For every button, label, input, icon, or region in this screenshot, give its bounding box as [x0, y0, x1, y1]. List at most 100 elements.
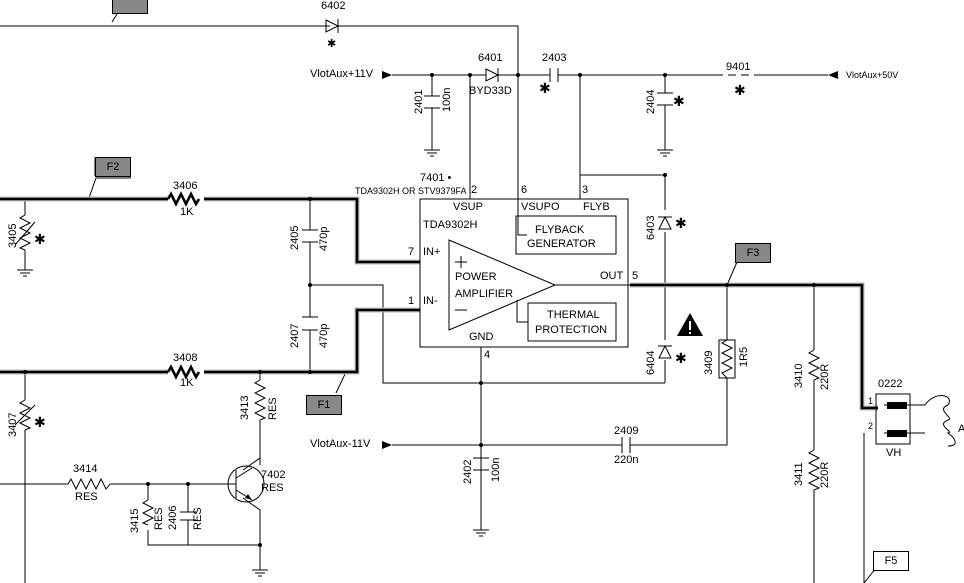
wires: [0, 0, 925, 583]
ground-symbols: [17, 149, 673, 577]
value-2409: 220n: [614, 454, 639, 466]
deflection-coil: [924, 395, 956, 447]
flag-f1: F1: [306, 395, 342, 415]
resistor-3405: [18, 214, 32, 251]
flag-f3: F3: [735, 243, 771, 263]
value-2401: 100n: [441, 87, 453, 112]
ref-2404: 2404: [645, 89, 657, 114]
rail-vlotaux-p11v: VlotAux+11V: [310, 68, 374, 80]
ic-part: TDA9302H: [423, 219, 478, 231]
value-2402: 100n: [490, 457, 502, 482]
value-3408: 1K: [180, 377, 194, 389]
ref-3406: 3406: [173, 180, 198, 192]
capacitor-2407: [302, 316, 318, 331]
pin-3: 3: [582, 184, 589, 196]
junction-dots: [23, 73, 816, 547]
svg-text:✱: ✱: [675, 215, 687, 231]
amp-line2: AMPLIFIER: [455, 288, 514, 300]
warning-icon: [677, 313, 703, 336]
svg-text:✱: ✱: [734, 82, 746, 98]
value-3415: RES: [153, 507, 165, 530]
rail-vlotaux-p50v: VlotAux+50V: [846, 70, 899, 80]
flyback-line2: GENERATOR: [527, 238, 596, 250]
ic-alt-part: TDA9302H OR STV9379FA: [355, 186, 467, 196]
transistor-7402: [227, 465, 265, 503]
value-2406: RES: [192, 507, 204, 530]
capacitor-2402: [473, 457, 489, 471]
svg-text:✱: ✱: [327, 38, 336, 50]
rail-arrows: [382, 71, 838, 449]
pin-gnd: GND: [469, 331, 494, 343]
capacitor-2404: [657, 92, 673, 106]
pin-6: 6: [521, 184, 528, 196]
diodes: [325, 19, 672, 359]
value-3414: RES: [75, 491, 98, 503]
ref-2405: 2405: [289, 225, 301, 250]
ref-3410: 3410: [793, 363, 805, 388]
resistor-3410: [807, 349, 821, 381]
ref-3409: 3409: [703, 350, 715, 375]
ref-2401: 2401: [413, 89, 425, 114]
value-3410: 220R: [819, 363, 831, 390]
value-2405: 470p: [318, 226, 330, 251]
capacitor-2405: [302, 229, 318, 243]
value-3411: 220R: [819, 461, 831, 488]
resistor-3413: [253, 379, 267, 421]
ref-3408: 3408: [173, 352, 198, 364]
capacitor-2406: [180, 511, 196, 521]
flag-f5: F5: [873, 551, 909, 571]
ref-3415: 3415: [129, 508, 141, 533]
resistors: [14, 191, 821, 526]
thermal-protection-block: [527, 302, 617, 342]
capacitors: [180, 68, 673, 521]
flyback-generator-block: [515, 215, 617, 255]
capacitor-2409: [621, 437, 631, 453]
pin-out: OUT: [600, 270, 624, 282]
ref-6404: 6404: [645, 350, 657, 375]
diode-6404: [658, 344, 672, 359]
power-amplifier-triangle: [448, 239, 557, 331]
ref-2402: 2402: [462, 459, 474, 484]
pin-flyb: FLYB: [583, 201, 610, 213]
ref-7402: 7402: [261, 469, 286, 481]
diode-6401: [485, 68, 500, 82]
pin-in-minus: IN-: [423, 295, 438, 307]
ref-3407: 3407: [7, 412, 19, 437]
con-pin-2: 2: [868, 421, 874, 431]
ref-2406: 2406: [167, 505, 179, 530]
pin-4: 4: [484, 349, 491, 361]
amp-line1: POWER: [455, 271, 497, 283]
part-byd33d: BYD33D: [469, 85, 512, 97]
thermal-line2: PROTECTION: [535, 324, 608, 336]
svg-text:✱: ✱: [539, 80, 551, 96]
ic-ref-7401: 7401 •: [420, 172, 452, 184]
flag-f2: F2: [95, 157, 131, 177]
thermal-line1: THERMAL: [547, 309, 600, 321]
ref-9401: 9401: [726, 61, 751, 73]
svg-text:✱: ✱: [673, 93, 685, 109]
pin-in-plus: IN+: [423, 246, 441, 258]
rail-vlotaux-m11v: VlotAux-11V: [310, 438, 371, 450]
con-pin-1: 1: [868, 396, 874, 406]
flyback-line1: FLYBACK: [535, 224, 585, 236]
pin-7: 7: [408, 246, 415, 258]
signal-paths: [0, 196, 878, 411]
value-3413: RES: [267, 397, 279, 420]
svg-text:✱: ✱: [675, 350, 687, 366]
ic-tda9302h: [419, 198, 629, 348]
coil-label-fragment: A: [958, 423, 964, 435]
capacitor-2401: [424, 95, 440, 109]
ref-3414: 3414: [73, 463, 98, 475]
value-3406: 1K: [180, 206, 194, 218]
ref-2403: 2403: [542, 52, 567, 64]
ic-body: [419, 198, 629, 348]
resistor-3406: [166, 191, 201, 207]
pin-2: 2: [471, 184, 478, 196]
con-vh: VH: [886, 447, 902, 459]
diode-6402: [325, 19, 340, 33]
ref-2407: 2407: [289, 323, 301, 348]
ref-6402: 6402: [321, 0, 346, 12]
flag-top-partial: [112, 0, 148, 14]
resistor-3414: [67, 477, 111, 491]
